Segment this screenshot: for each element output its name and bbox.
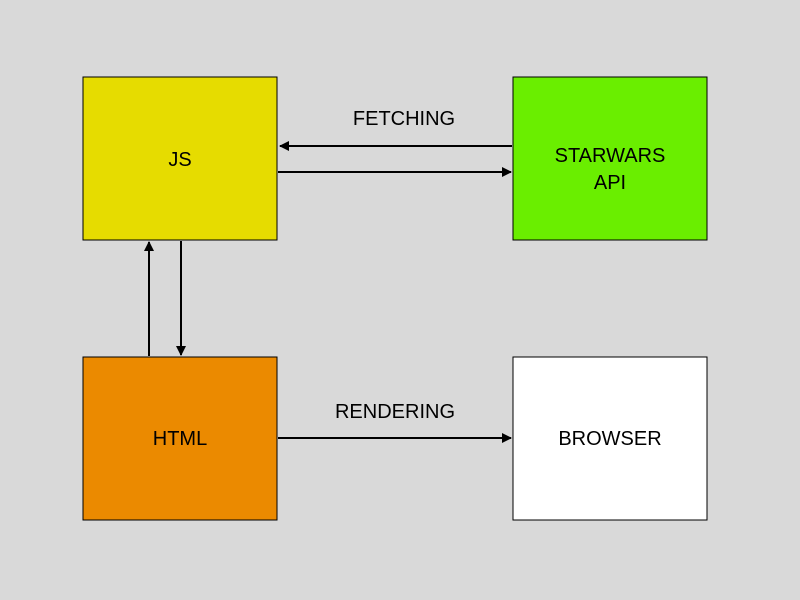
node-js-box xyxy=(82,76,278,241)
node-starwars-api: STARWARS API xyxy=(512,76,708,241)
node-starwars-api-label-line1: STARWARS xyxy=(555,145,666,167)
node-browser-box xyxy=(512,356,708,521)
edge-fetching-label: FETCHING xyxy=(353,108,455,130)
node-html-box xyxy=(82,356,278,521)
node-js-label: JS xyxy=(168,149,191,171)
edge-rendering-label: RENDERING xyxy=(335,401,455,423)
node-js: JS xyxy=(82,76,278,241)
node-browser: BROWSER xyxy=(512,356,708,521)
node-starwars-api-label-line2: API xyxy=(594,172,626,194)
node-html-label: HTML xyxy=(153,428,207,450)
node-browser-label: BROWSER xyxy=(558,428,661,450)
node-html: HTML xyxy=(82,356,278,521)
node-starwars-api-box xyxy=(512,76,708,241)
